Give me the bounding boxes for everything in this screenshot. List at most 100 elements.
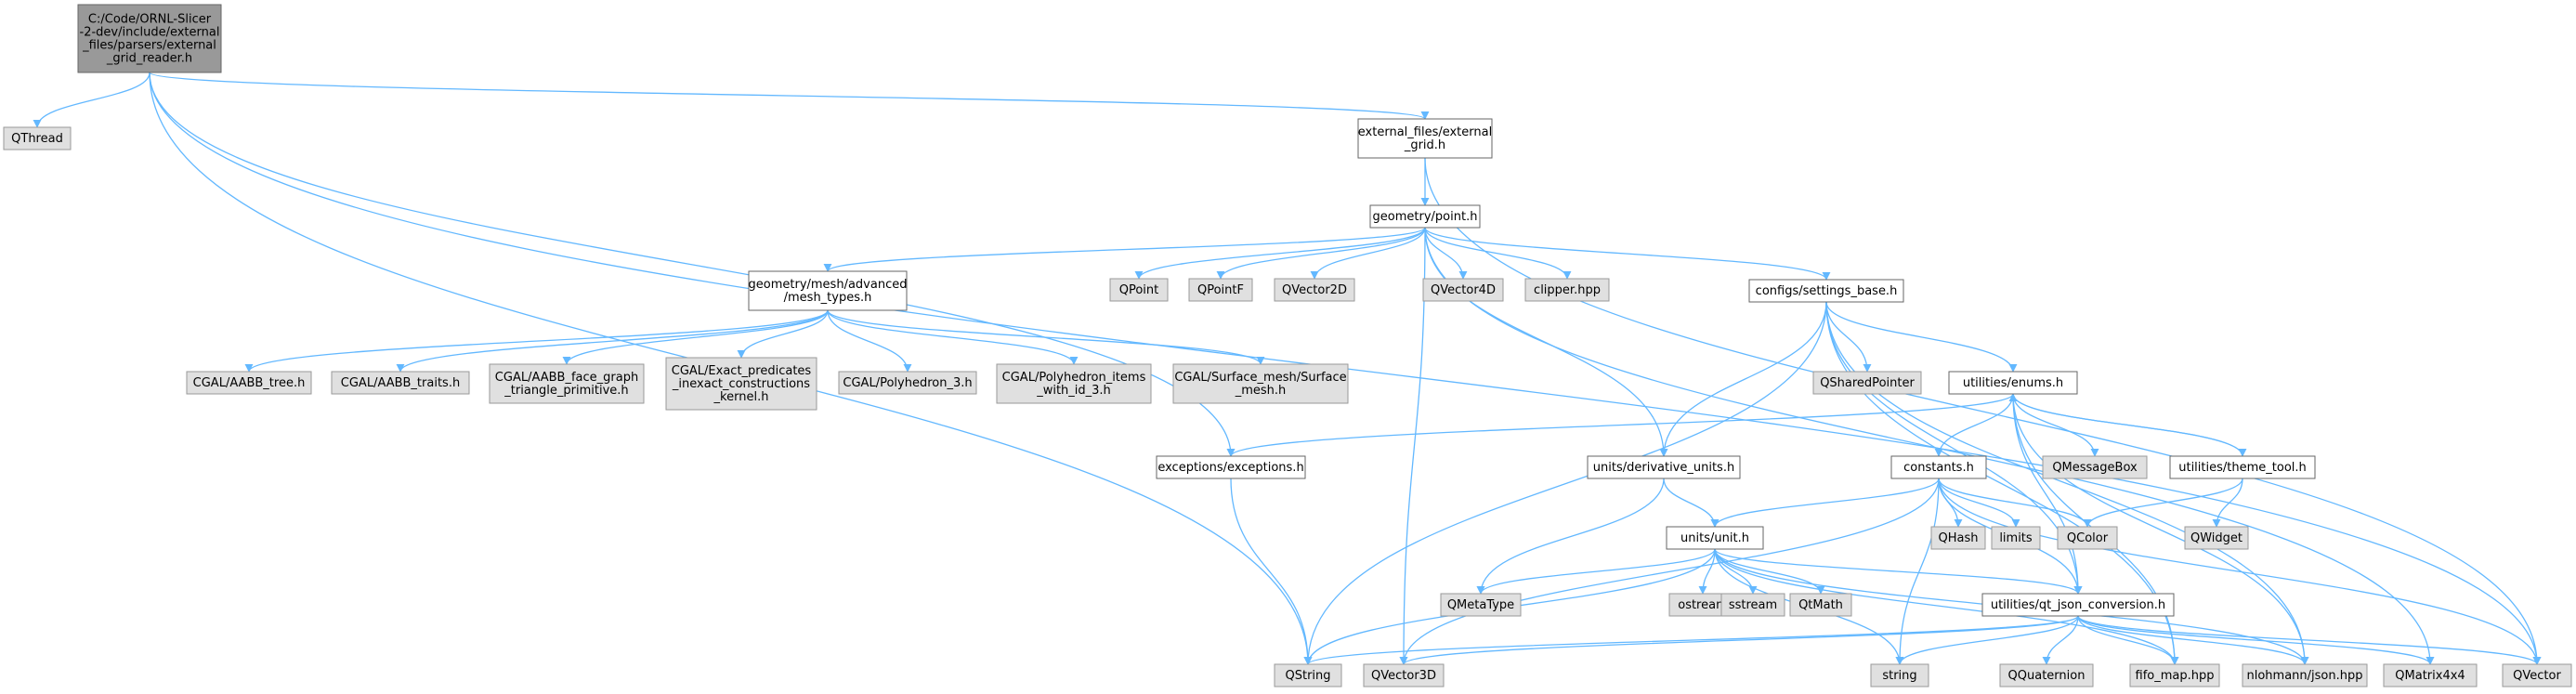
edge-enums-to-constants <box>1934 393 2014 457</box>
node-qpoint-label: QPoint <box>1119 283 1159 297</box>
node-external-grid-box <box>1357 118 1493 159</box>
node-qquaternion-label: QQuaternion <box>2008 669 2086 683</box>
node-polyhedron3[interactable]: CGAL/Polyhedron_3.h <box>838 371 977 395</box>
node-qstring[interactable]: QString <box>1274 663 1342 687</box>
node-derivative-units[interactable]: units/derivative_units.h <box>1587 455 1741 479</box>
node-surface-mesh-box <box>1172 363 1349 404</box>
node-string-box <box>1870 663 1929 687</box>
edge-theme_tool-to-qcolor <box>2083 478 2243 528</box>
edge-settings_base-to-qstring <box>1303 301 1827 665</box>
node-surface-mesh[interactable]: CGAL/Surface_mesh/Surface_mesh.h <box>1172 363 1349 404</box>
edge-constants-to-limits <box>1938 478 2020 528</box>
node-sstream[interactable]: sstream <box>1720 593 1785 617</box>
node-point[interactable]: geometry/point.h <box>1369 204 1481 229</box>
node-clipper[interactable]: clipper.hpp <box>1524 278 1610 302</box>
node-constants[interactable]: constants.h <box>1890 455 1987 479</box>
node-root-label: C:/Code/ORNL-Slicer <box>88 13 212 27</box>
node-ostream[interactable]: ostream <box>1668 593 1737 617</box>
node-fifo-map-label: fifo_map.hpp <box>2136 669 2215 683</box>
node-root-label: _files/parsers/external <box>82 39 216 53</box>
node-qvector[interactable]: QVector <box>2502 663 2572 687</box>
node-qvector-label: QVector <box>2513 669 2561 683</box>
node-unit-box <box>1666 526 1764 550</box>
node-qmessagebox[interactable]: QMessageBox <box>2042 455 2148 479</box>
node-mesh-types-label: geometry/mesh/advanced <box>749 278 908 292</box>
node-qvector2d-label: QVector2D <box>1282 283 1347 297</box>
node-string[interactable]: string <box>1870 663 1929 687</box>
node-qsharedpointer-box <box>1812 371 1922 395</box>
node-root-label: _grid_reader.h <box>106 52 192 66</box>
node-unit[interactable]: units/unit.h <box>1666 526 1764 550</box>
node-qthread-box <box>3 126 72 151</box>
edge-mesh_types-to-aabb_traits <box>396 309 829 373</box>
node-limits[interactable]: limits <box>1991 526 2041 550</box>
edge-mesh_types-to-aabb_face <box>562 309 829 365</box>
edge-point-to-qmatrix4x4 <box>1424 227 2435 665</box>
node-aabb-face-label: _triangle_primitive.h <box>503 384 628 398</box>
node-exact-pred[interactable]: CGAL/Exact_predicates_inexact_constructi… <box>665 357 817 411</box>
node-qcolor-label: QColor <box>2067 531 2109 545</box>
node-exact-pred-label: _inexact_constructions <box>672 377 810 391</box>
node-external-grid-label: external_files/external <box>1358 125 1492 139</box>
edge-root-to-external_grid <box>149 72 1430 120</box>
node-qwidget[interactable]: QWidget <box>2184 526 2249 550</box>
node-polyhedron-items-label: _with_id_3.h <box>1036 384 1111 398</box>
node-qcolor[interactable]: QColor <box>2057 526 2118 550</box>
node-polyhedron-items-box <box>996 363 1152 404</box>
edge-unit-to-fifo_map <box>1714 548 2179 665</box>
edge-point-to-qvector2d <box>1310 227 1426 280</box>
node-fifo-map[interactable]: fifo_map.hpp <box>2129 663 2220 687</box>
node-qthread[interactable]: QThread <box>3 126 72 151</box>
edge-settings_base-to-enums <box>1825 301 2018 373</box>
edge-unit-to-qmetatype <box>1476 548 1716 595</box>
node-nlohmann-json-label: nlohmann/json.hpp <box>2247 669 2363 683</box>
node-qstring-label: QString <box>1285 669 1330 683</box>
node-external-grid-label: _grid.h <box>1404 138 1445 152</box>
node-enums-box <box>1948 371 2078 395</box>
node-qmatrix4x4-box <box>2383 663 2478 687</box>
node-qquaternion[interactable]: QQuaternion <box>1999 663 2094 687</box>
node-qpoint[interactable]: QPoint <box>1109 278 1169 302</box>
edge-root-to-qthread <box>33 72 150 128</box>
edge-enums-to-exceptions <box>1226 393 2014 457</box>
node-qvector4d[interactable]: QVector4D <box>1422 278 1504 302</box>
node-exact-pred-box <box>665 357 817 411</box>
edge-mesh_types-to-exact_pred <box>737 309 829 359</box>
node-theme-tool[interactable]: utilities/theme_tool.h <box>2169 455 2316 479</box>
node-qhash[interactable]: QHash <box>1930 526 1986 550</box>
node-aabb-face[interactable]: CGAL/AABB_face_graph_triangle_primitive.… <box>489 363 645 404</box>
edge-point-to-qpoint <box>1134 227 1426 280</box>
node-root[interactable]: C:/Code/ORNL-Slicer-2-dev/include/extern… <box>77 4 222 73</box>
node-qmetatype[interactable]: QMetaType <box>1440 593 1522 617</box>
node-nlohmann-json-box <box>2242 663 2368 687</box>
node-nlohmann-json[interactable]: nlohmann/json.hpp <box>2242 663 2368 687</box>
node-external-grid[interactable]: external_files/external_grid.h <box>1357 118 1493 159</box>
node-qvector3d[interactable]: QVector3D <box>1363 663 1445 687</box>
node-qvector2d[interactable]: QVector2D <box>1274 278 1355 302</box>
node-qpointf[interactable]: QPointF <box>1188 278 1253 302</box>
node-qmatrix4x4[interactable]: QMatrix4x4 <box>2383 663 2478 687</box>
node-mesh-types[interactable]: geometry/mesh/advanced/mesh_types.h <box>748 270 908 311</box>
edge-qt_json-to-qstring <box>1303 615 2079 665</box>
node-qtmath[interactable]: QtMath <box>1789 593 1852 617</box>
node-exceptions[interactable]: exceptions/exceptions.h <box>1156 455 1306 479</box>
node-qsharedpointer[interactable]: QSharedPointer <box>1812 371 1922 395</box>
edge-constants-to-qcolor <box>1938 478 2092 528</box>
node-qtmath-label: QtMath <box>1798 598 1843 612</box>
node-aabb-tree[interactable]: CGAL/AABB_tree.h <box>186 371 312 395</box>
edge-qt_json-to-qquaternion <box>2042 615 2079 665</box>
node-qmessagebox-label: QMessageBox <box>2052 461 2138 475</box>
node-mesh-types-box <box>748 270 908 311</box>
node-sstream-box <box>1720 593 1785 617</box>
edge-point-to-settings_base <box>1424 227 1831 281</box>
edge-qt_json-to-fifo_map <box>2077 615 2179 665</box>
edge-theme_tool-to-enums <box>2008 393 2243 457</box>
node-enums[interactable]: utilities/enums.h <box>1948 371 2078 395</box>
edge-enums-to-nlohmann_json <box>2012 393 2309 665</box>
node-settings-base[interactable]: configs/settings_base.h <box>1748 279 1904 303</box>
node-derivative-units-label: units/derivative_units.h <box>1593 461 1734 475</box>
node-aabb-traits[interactable]: CGAL/AABB_traits.h <box>331 371 470 395</box>
node-enums-label: utilities/enums.h <box>1963 376 2063 390</box>
node-qt-json[interactable]: utilities/qt_json_conversion.h <box>1981 593 2175 617</box>
node-polyhedron-items[interactable]: CGAL/Polyhedron_items_with_id_3.h <box>996 363 1152 404</box>
